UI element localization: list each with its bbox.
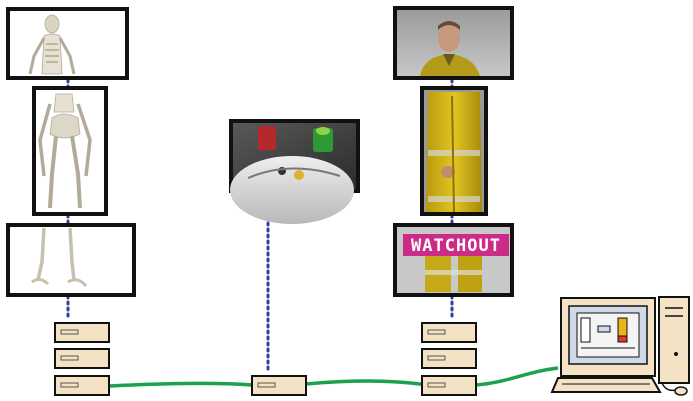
display-screen <box>420 86 488 216</box>
firefighter-display-group: WATCHOUT <box>393 6 514 396</box>
skeleton-display-group <box>6 7 136 396</box>
watchout-logo-overlay: WATCHOUT <box>403 234 509 256</box>
gauge-image <box>230 126 354 224</box>
firefighter-image <box>420 21 480 76</box>
monitor-screen-content <box>576 312 640 358</box>
skeleton-image <box>31 227 88 287</box>
signal-lines <box>66 78 454 374</box>
server-unit <box>421 375 477 396</box>
server-unit <box>54 322 110 343</box>
display-screen <box>393 6 514 80</box>
network-cable <box>109 366 559 388</box>
display-screen <box>6 7 129 80</box>
display-screen <box>229 119 360 224</box>
skeleton-image <box>28 14 76 75</box>
server-unit <box>251 375 307 396</box>
display-screen: WATCHOUT <box>393 223 514 297</box>
skeleton-image <box>38 93 92 209</box>
firefighter-image <box>426 92 482 213</box>
display-screen <box>6 223 136 297</box>
desktop-computer-icon <box>550 296 690 396</box>
server-unit <box>54 348 110 369</box>
server-unit <box>421 348 477 369</box>
server-unit <box>54 375 110 396</box>
watchout-logo-text: WATCHOUT <box>411 236 501 256</box>
gauge-display-group <box>229 119 360 396</box>
display-screen <box>32 86 108 216</box>
server-unit <box>421 322 477 343</box>
